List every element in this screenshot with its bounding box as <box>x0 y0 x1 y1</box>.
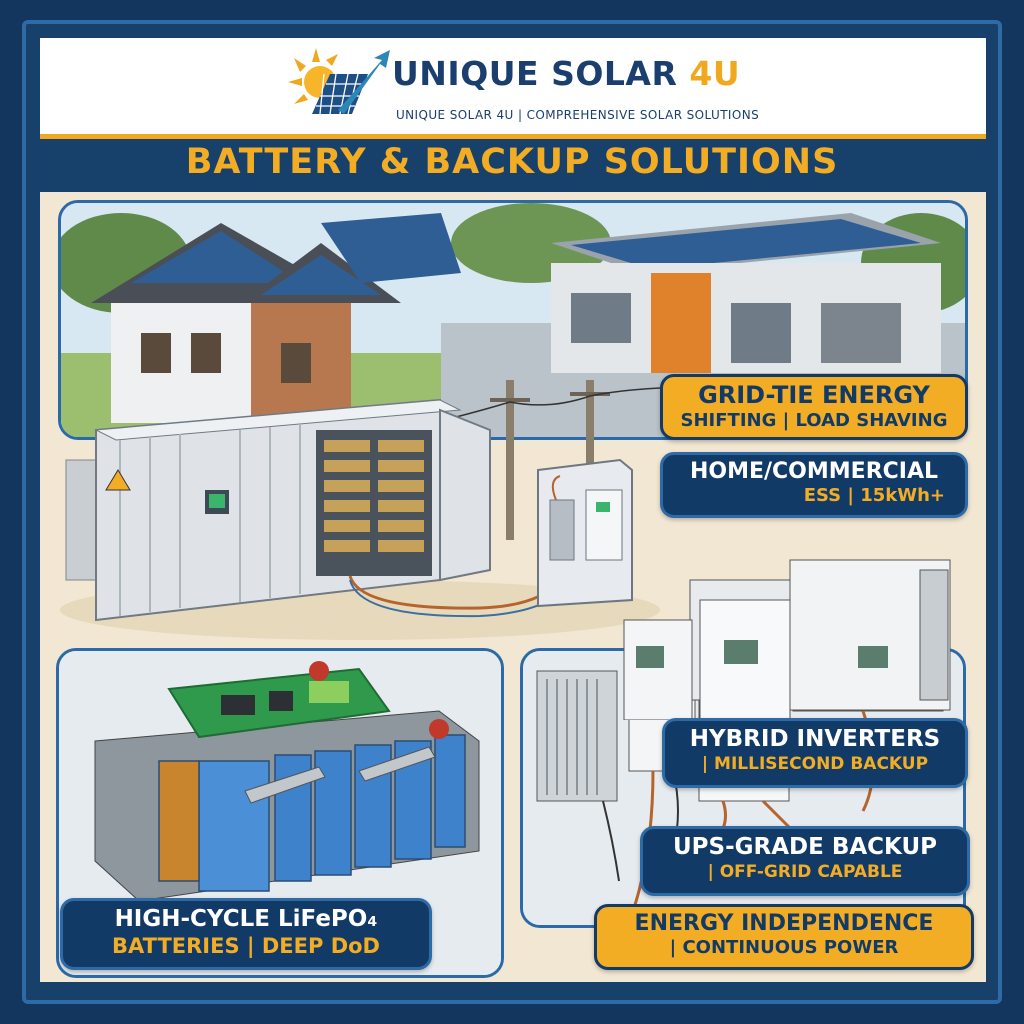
container-ess-illustration <box>60 380 661 640</box>
label-lifepo4: HIGH-CYCLE LiFePO₄ BATTERIES | DEEP DoD <box>60 898 432 970</box>
page-title: BATTERY & BACKUP SOLUTIONS <box>185 142 839 182</box>
sun-solar-panel-logo-icon <box>286 44 396 120</box>
label-hybrid-inverters: HYBRID INVERTERS | MILLISECOND BACKUP <box>662 718 968 788</box>
brand-name-main: UNIQUE SOLAR <box>392 54 678 93</box>
label-lifepo4-line1: HIGH-CYCLE LiFePO₄ <box>114 906 378 932</box>
label-energy-independence-line1: ENERGY INDEPENDENCE <box>634 911 934 936</box>
header-bar <box>40 38 986 134</box>
label-home-commercial: HOME/COMMERCIAL ESS | 15kWh+ <box>660 452 968 518</box>
label-ups-backup: UPS-GRADE BACKUP | OFF-GRID CAPABLE <box>640 826 970 896</box>
label-energy-independence: ENERGY INDEPENDENCE | CONTINUOUS POWER <box>594 904 974 970</box>
label-hybrid-inverters-line2: | MILLISECOND BACKUP <box>701 753 929 774</box>
label-home-commercial-line2: ESS | 15kWh+ <box>803 485 945 507</box>
brand-name: UNIQUE SOLAR 4U <box>392 54 740 93</box>
label-grid-tie-line1: GRID-TIE ENERGY <box>698 381 930 409</box>
header-rule <box>40 134 986 139</box>
label-grid-tie: GRID-TIE ENERGY SHIFTING | LOAD SHAVING <box>660 374 968 440</box>
label-grid-tie-line2: SHIFTING | LOAD SHAVING <box>680 409 948 431</box>
label-lifepo4-line2: BATTERIES | DEEP DoD <box>112 933 380 958</box>
label-ups-backup-line1: UPS-GRADE BACKUP <box>672 834 937 860</box>
label-ups-backup-line2: | OFF-GRID CAPABLE <box>707 861 903 882</box>
brand-tagline: UNIQUE SOLAR 4U | COMPREHENSIVE SOLAR SO… <box>396 108 760 122</box>
lifepo4-battery-panel <box>56 648 504 978</box>
label-home-commercial-line1: HOME/COMMERCIAL <box>689 459 939 484</box>
label-energy-independence-line2: | CONTINUOUS POWER <box>669 937 899 959</box>
brand-name-accent: 4U <box>689 54 741 93</box>
label-hybrid-inverters-line1: HYBRID INVERTERS <box>689 726 941 752</box>
inverter-stack-illustration <box>620 550 960 721</box>
